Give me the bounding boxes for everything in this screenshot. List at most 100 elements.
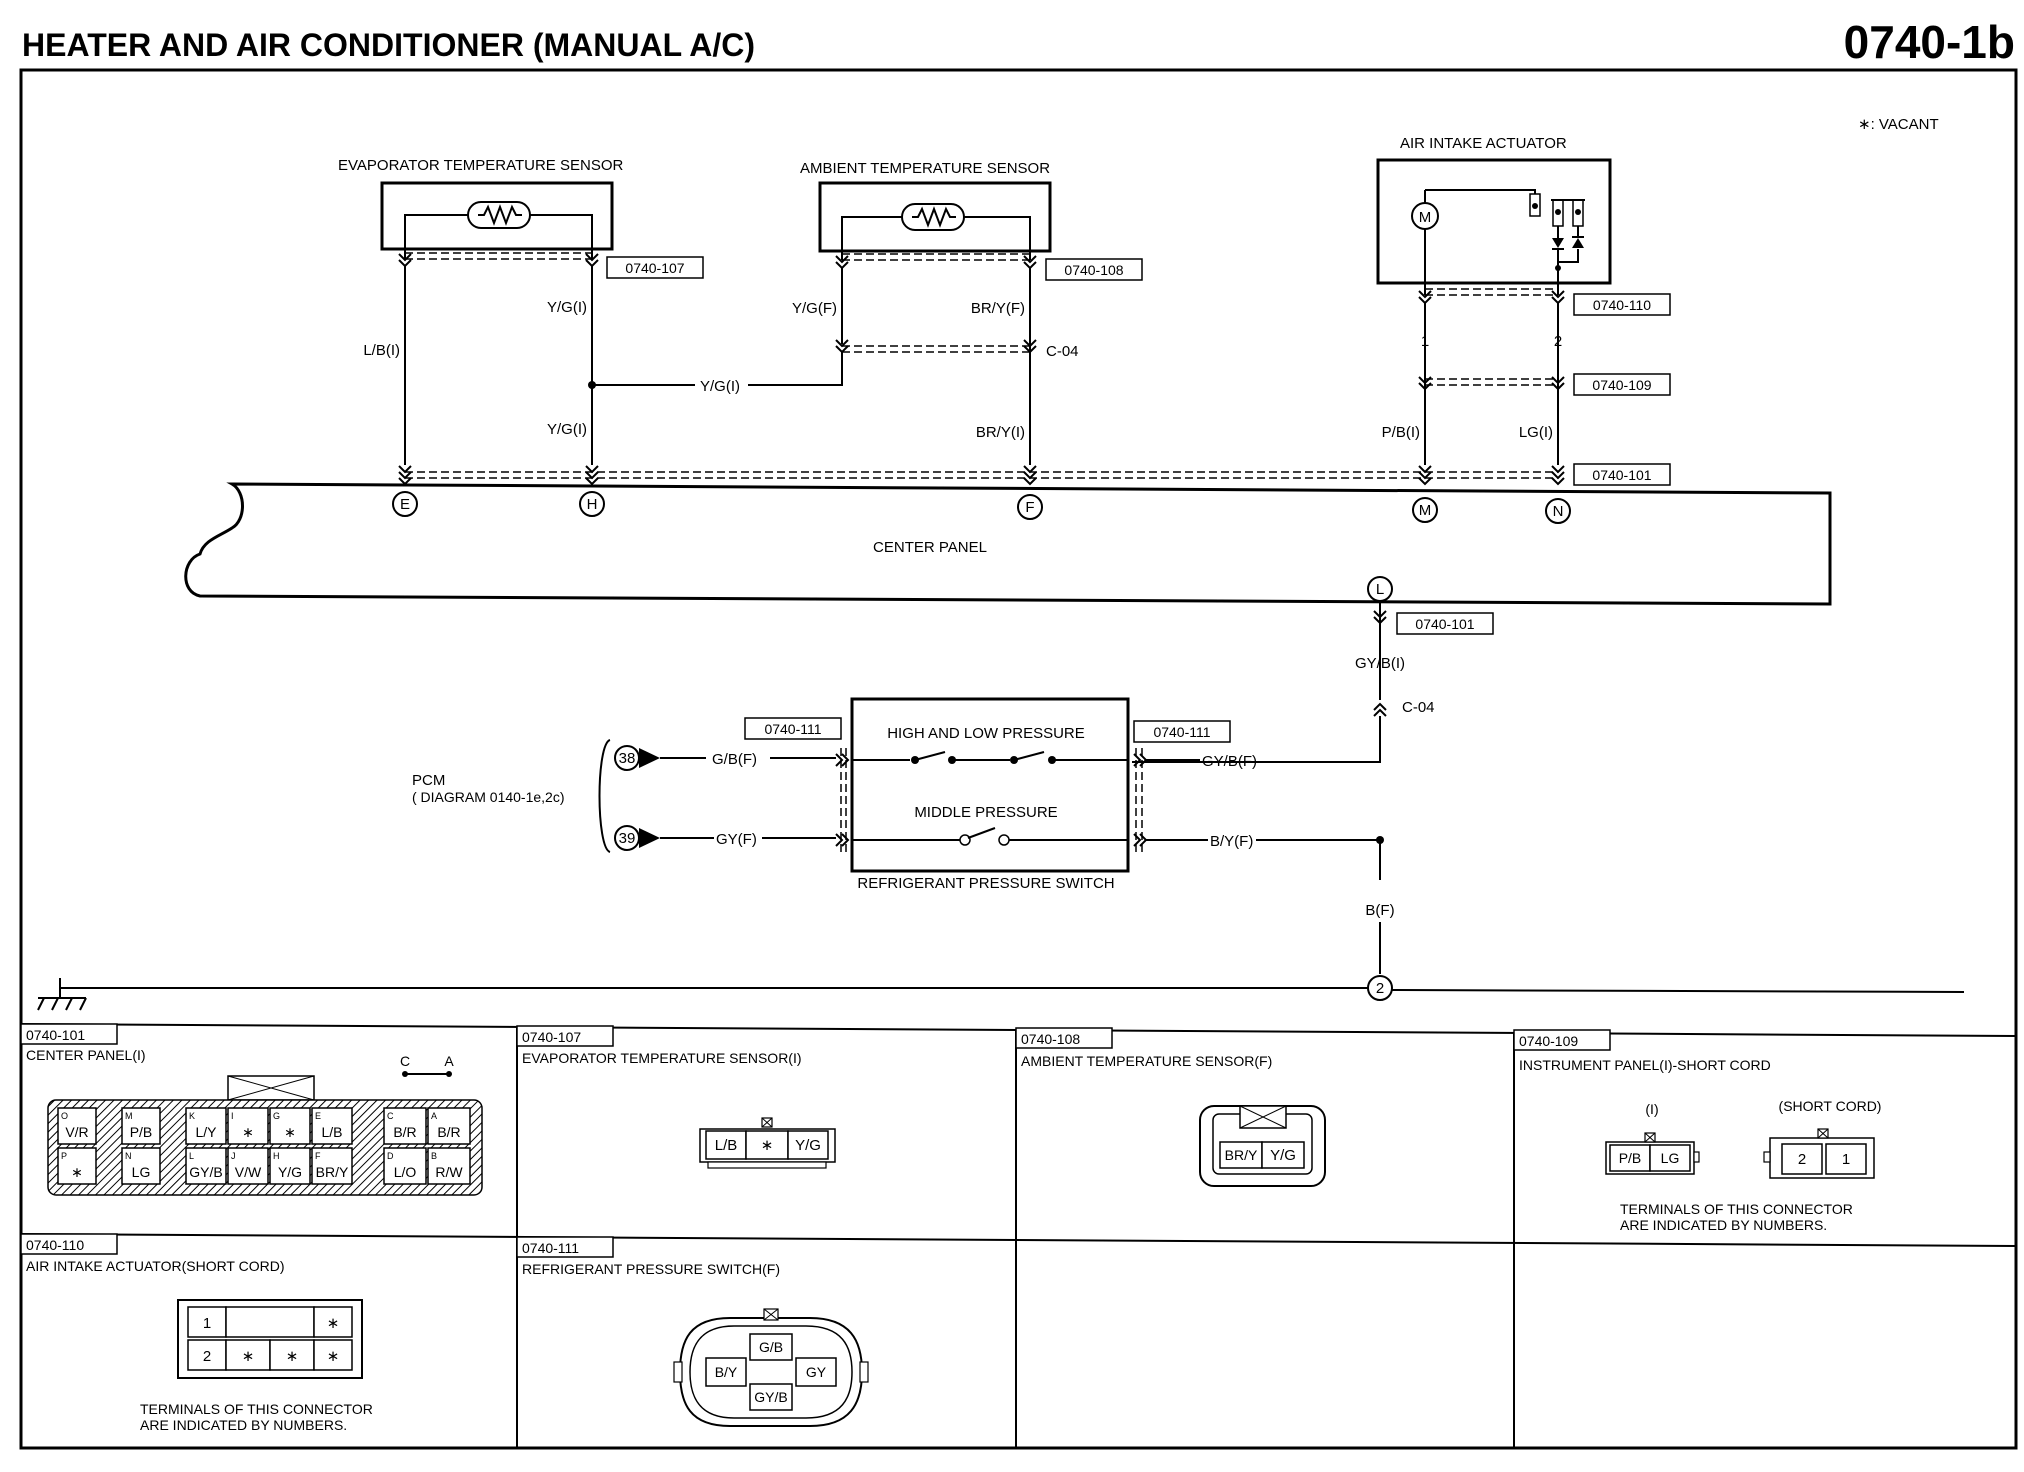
connector-ref-107: [606, 256, 704, 279]
terminal-l: L: [1367, 576, 1393, 602]
ground-point-2: 2: [1367, 975, 1393, 1001]
wire-label-bry-f: BR/Y(F): [971, 300, 1025, 317]
center-panel-pin-letter: D: [387, 1151, 394, 1161]
panel-111-code: 0740-111: [522, 1240, 579, 1256]
center-panel-pin-letter: M: [125, 1111, 133, 1121]
svg-text:∗: ∗: [761, 1137, 774, 1154]
ambient-sensor-box: [818, 181, 1052, 253]
panel-108-code-box: [1015, 1027, 1113, 1049]
terminal-h: H: [579, 491, 605, 517]
svg-text:0740-108: 0740-108: [1064, 262, 1123, 278]
terminal-m: M: [1412, 497, 1438, 523]
refrigerant-switch-label: REFRIGERANT PRESSURE SWITCH: [857, 875, 1114, 892]
svg-text:2: 2: [203, 1348, 211, 1365]
center-panel-pin-cell: [57, 1107, 97, 1145]
svg-text:∗: ∗: [327, 1315, 340, 1332]
terminal-n: N: [1545, 498, 1571, 524]
connector-ref-111-left: [744, 717, 842, 740]
evap-sensor-connector: L/B ∗ Y/G: [699, 1117, 836, 1169]
svg-text:1: 1: [203, 1315, 211, 1332]
center-panel-pin-cell: [269, 1147, 311, 1185]
evap-sensor-box: [380, 181, 614, 251]
ambient-sensor-label: AMBIENT TEMPERATURE SENSOR: [800, 160, 1050, 177]
center-panel-pin-cell: [185, 1107, 227, 1145]
center-panel-pin-cell: [427, 1147, 471, 1185]
svg-text:2: 2: [1798, 1151, 1806, 1168]
panel-109-code-box: [1513, 1029, 1611, 1051]
svg-text:L: L: [1376, 581, 1384, 598]
center-panel-pin-cell: [121, 1107, 161, 1145]
svg-text:∗: ∗: [242, 1348, 255, 1365]
center-panel-label: CENTER PANEL: [873, 539, 987, 556]
pcm-bracket: [598, 739, 611, 853]
panel-101-title: CENTER PANEL(I): [26, 1047, 146, 1063]
center-panel-pin-letter: A: [431, 1111, 437, 1121]
wire-label-gy-f: GY(F): [716, 831, 757, 848]
svg-text:A: A: [444, 1053, 454, 1069]
connector-ref-101-top: [1573, 463, 1671, 486]
pressure-switch-contact: [1013, 751, 1045, 761]
center-panel-pin-color: P/B: [130, 1124, 153, 1140]
wire-label-b-f: B(F): [1365, 902, 1394, 919]
wire-label-yg-top: Y/G(I): [547, 299, 587, 316]
air-intake-connector: 1 ∗ 2 ∗ ∗ ∗: [177, 1299, 363, 1379]
instrument-panel-connector: P/B LG: [1605, 1132, 1700, 1175]
svg-text:39: 39: [619, 830, 636, 847]
center-panel-pin-cell: [227, 1107, 269, 1145]
center-panel-pin-letter: O: [61, 1111, 68, 1121]
center-panel-pin-cell: [311, 1107, 353, 1145]
center-panel-pin-color: B/R: [437, 1124, 460, 1140]
wire-label-by-f: B/Y(F): [1210, 833, 1253, 850]
panel-101-code: 0740-101: [26, 1027, 85, 1043]
ambient-sensor-connector: BR/Y Y/G: [1199, 1105, 1326, 1187]
center-panel-pin-letter: C: [387, 1111, 394, 1121]
center-panel-pin-cell: [427, 1107, 471, 1145]
panel-109-code: 0740-109: [1519, 1033, 1578, 1049]
svg-text:∗: ∗: [327, 1348, 340, 1365]
svg-text:G/B: G/B: [759, 1339, 783, 1355]
panel-109-title: INSTRUMENT PANEL(I)-SHORT CORD: [1519, 1057, 1771, 1073]
panel-108-code: 0740-108: [1021, 1031, 1080, 1047]
center-panel-pin-cell: [57, 1147, 97, 1185]
pin-1-label: 1: [1421, 333, 1429, 350]
svg-text:ARE INDICATED BY NUMBERS.: ARE INDICATED BY NUMBERS.: [1620, 1217, 1827, 1233]
svg-text:0740-110: 0740-110: [1593, 297, 1651, 313]
center-panel-pin-color: ∗: [284, 1124, 296, 1140]
center-panel-pin-color: LG: [132, 1164, 151, 1180]
wire-label-gb-f: G/B(F): [712, 751, 757, 768]
connector-ref-109: [1573, 373, 1671, 396]
ground-icon: [37, 978, 87, 1011]
center-panel-pin-color: Y/G: [278, 1164, 302, 1180]
svg-text:(SHORT CORD): (SHORT CORD): [1779, 1098, 1882, 1114]
panel-107-code-box: [516, 1025, 614, 1047]
center-panel-pin-color: ∗: [71, 1164, 83, 1180]
panel-110-title: AIR INTAKE ACTUATOR(SHORT CORD): [26, 1258, 285, 1274]
svg-text:L/B: L/B: [715, 1137, 738, 1154]
wire-label-lb: L/B(I): [363, 342, 400, 359]
svg-text:GY: GY: [806, 1364, 827, 1380]
panel-111-title: REFRIGERANT PRESSURE SWITCH(F): [522, 1261, 780, 1277]
svg-text:0740-109: 0740-109: [1592, 377, 1651, 393]
center-panel-pin-letter: K: [189, 1111, 195, 1121]
pcm-terminal-38: 38: [614, 745, 660, 771]
connector-ref-110: [1573, 293, 1671, 316]
svg-text:LG: LG: [1661, 1150, 1680, 1166]
center-panel-pin-cell: [185, 1147, 227, 1185]
svg-text:Y/G: Y/G: [795, 1137, 821, 1154]
pin-2-label: 2: [1554, 333, 1562, 350]
center-panel-pin-letter: P: [61, 1151, 67, 1161]
connector-c04-bottom: C-04: [1402, 699, 1435, 716]
center-panel-pin-cell: [383, 1147, 427, 1185]
svg-text:TERMINALS OF THIS CONNECTOR: TERMINALS OF THIS CONNECTOR: [1620, 1201, 1853, 1217]
svg-text:Y/G: Y/G: [1270, 1147, 1296, 1164]
wire-label-yg-f: Y/G(F): [792, 300, 837, 317]
svg-text:(I): (I): [1645, 1101, 1658, 1117]
terminal-e: E: [392, 491, 418, 517]
center-panel-pin-letter: L: [189, 1151, 194, 1161]
svg-text:2: 2: [1376, 980, 1384, 997]
evap-sensor-label: EVAPORATOR TEMPERATURE SENSOR: [338, 157, 623, 174]
svg-text:0740-111: 0740-111: [764, 721, 821, 737]
terminal-f: F: [1017, 494, 1043, 520]
svg-text:ARE INDICATED BY NUMBERS.: ARE INDICATED BY NUMBERS.: [140, 1417, 347, 1433]
